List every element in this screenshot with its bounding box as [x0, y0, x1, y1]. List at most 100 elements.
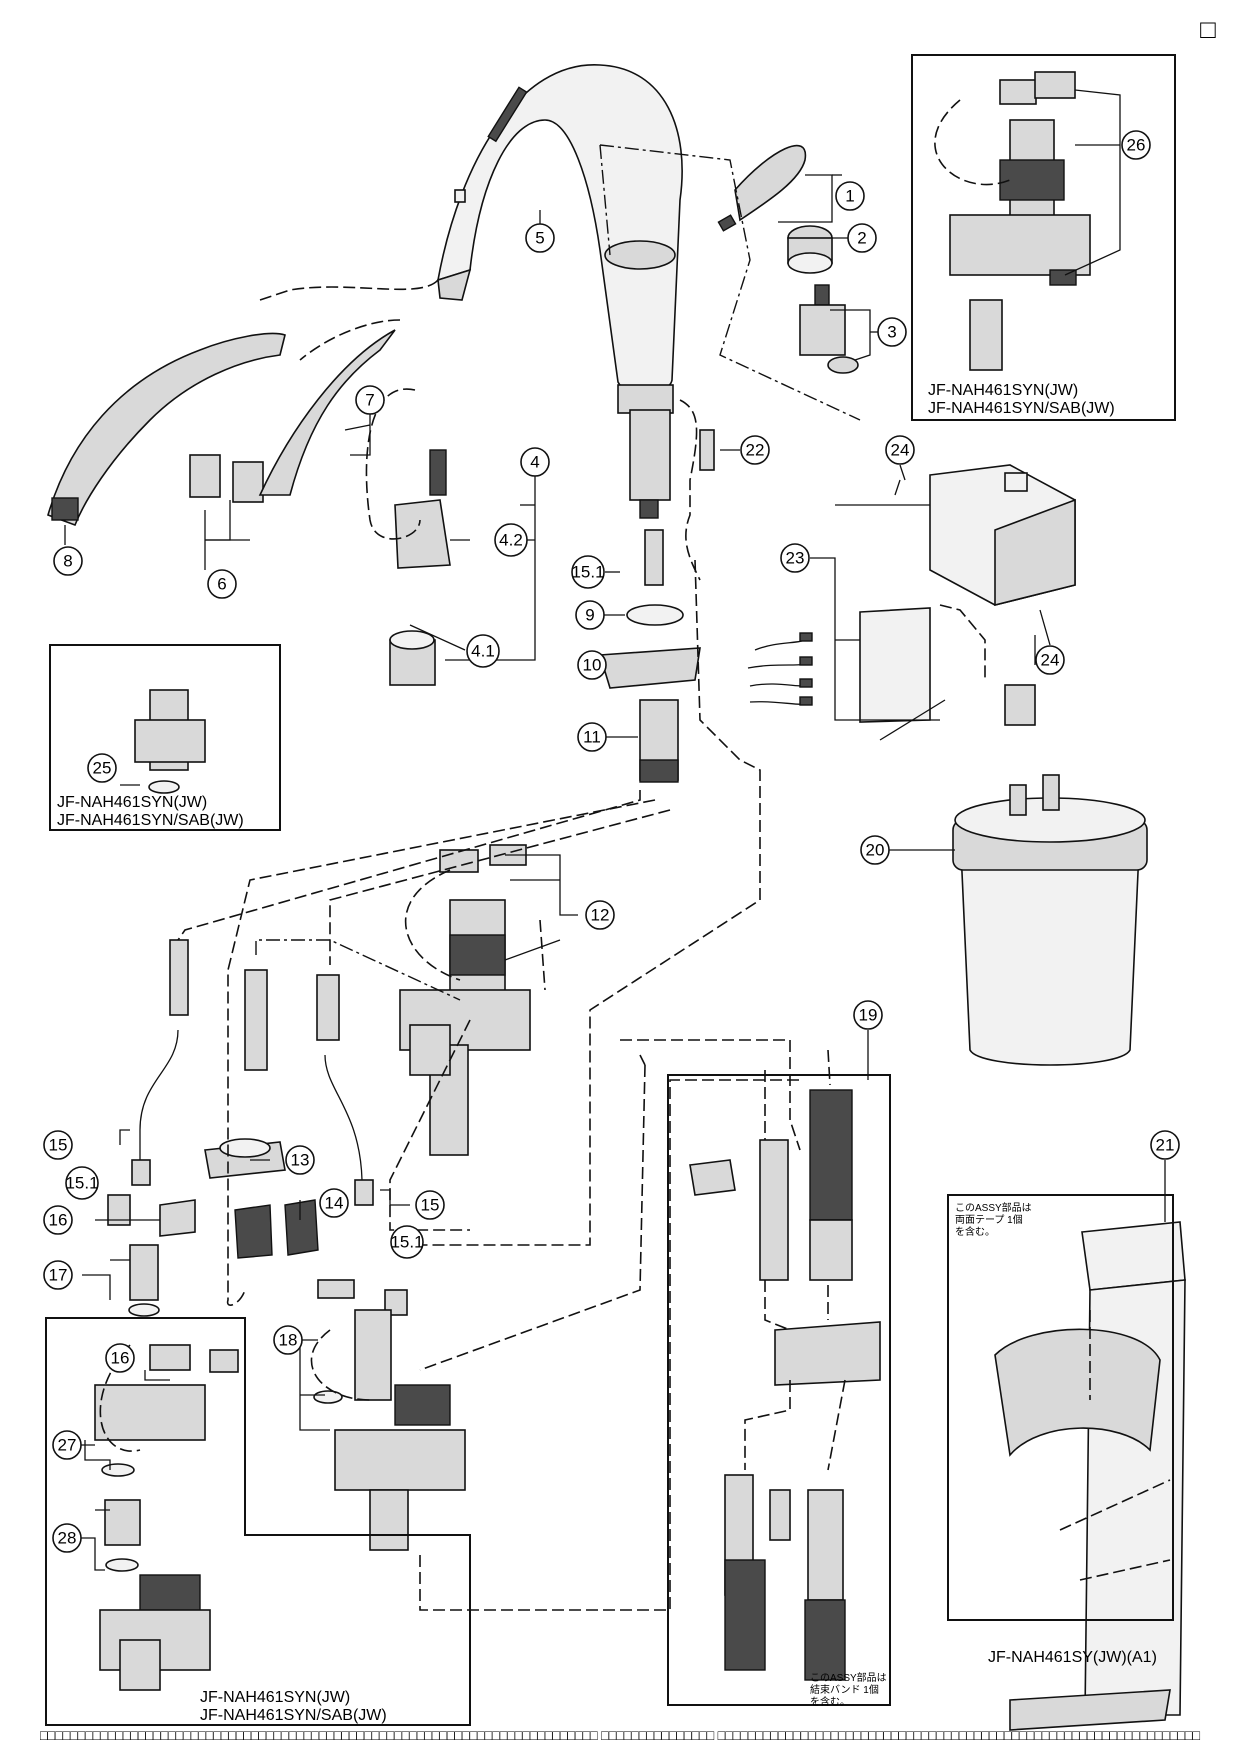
- footer-text: □□□□□□□□□□□□□□□□□□□□□□□□□□□□□□□□□□□□□□□□…: [40, 1727, 1200, 1743]
- callout-4: 4: [520, 447, 550, 477]
- svg-text:21: 21: [1156, 1136, 1175, 1155]
- model-label-box27-2: JF-NAH461SYN/SAB(JW): [200, 1707, 387, 1724]
- svg-text:8: 8: [63, 552, 72, 571]
- svg-text:5: 5: [535, 229, 544, 248]
- svg-text:26: 26: [1127, 136, 1146, 155]
- svg-text:4.1: 4.1: [471, 642, 495, 661]
- bracket-note-line3: を含む。: [955, 1225, 995, 1238]
- inset-box-26: [911, 54, 1176, 421]
- inset-box-19: [667, 1074, 891, 1706]
- svg-text:4.2: 4.2: [499, 531, 523, 550]
- callout-24-bottom: 24: [1035, 645, 1065, 675]
- callout-5: 5: [525, 223, 555, 253]
- inset-box-27: [45, 1317, 471, 1726]
- svg-text:10: 10: [583, 656, 602, 675]
- svg-text:3: 3: [887, 323, 896, 342]
- callout-15-1-top: 15.1: [571, 555, 605, 589]
- flex-hose-mid: [244, 969, 374, 1206]
- svg-text:25: 25: [93, 759, 112, 778]
- valve-assembly-12: [399, 844, 531, 1156]
- band-note-line3: を含む。: [810, 1695, 850, 1708]
- callout-11: 11: [577, 722, 607, 752]
- svg-text:11: 11: [583, 728, 601, 747]
- callout-9: 9: [575, 600, 605, 630]
- svg-text:6: 6: [217, 575, 226, 594]
- callout-10: 10: [577, 650, 607, 680]
- cartridge: [799, 284, 859, 374]
- svg-text:18: 18: [279, 1331, 298, 1350]
- svg-text:19: 19: [859, 1006, 878, 1025]
- svg-text:15.1: 15.1: [390, 1233, 423, 1252]
- callout-20: 20: [860, 835, 890, 865]
- bracket-note-line1: このASSY部品は: [955, 1201, 1032, 1214]
- callout-25: 25: [87, 753, 117, 783]
- svg-text:24: 24: [1041, 651, 1060, 670]
- clip-16: [107, 1194, 196, 1237]
- callout-7: 7: [355, 385, 385, 415]
- control-box: [859, 464, 1076, 741]
- svg-text:9: 9: [585, 606, 594, 625]
- bracket-note-line2: 両面テープ 1個: [955, 1213, 1023, 1226]
- callout-2: 2: [847, 223, 877, 253]
- model-label-box27-1: JF-NAH461SYN(JW): [200, 1689, 350, 1706]
- band-note-line1: このASSY部品は: [810, 1671, 887, 1684]
- supply-hose-left: [131, 939, 189, 1186]
- corner-mark: □: [1200, 14, 1216, 44]
- model-label-box25-2: JF-NAH461SYN/SAB(JW): [57, 812, 244, 829]
- svg-text:14: 14: [325, 1194, 344, 1213]
- callout-16-upper: 16: [43, 1205, 73, 1235]
- callout-17: 17: [43, 1260, 73, 1290]
- callout-22: 22: [740, 435, 770, 465]
- svg-text:15.1: 15.1: [65, 1174, 98, 1193]
- svg-text:23: 23: [786, 549, 805, 568]
- svg-text:15: 15: [49, 1136, 68, 1155]
- aerator-part: [389, 630, 436, 686]
- band-note-line2: 結束バンド 1個: [810, 1683, 879, 1696]
- svg-text:16: 16: [49, 1211, 68, 1230]
- inset-box-25: [49, 644, 281, 831]
- svg-text:20: 20: [866, 841, 885, 860]
- mounting-bracket: [994, 1221, 1186, 1731]
- model-label-bracket: JF-NAH461SY(JW)(A1): [988, 1649, 1157, 1666]
- callout-4-2: 4.2: [494, 523, 528, 557]
- callout-14: 14: [319, 1188, 349, 1218]
- callout-15-1-left: 15.1: [65, 1166, 99, 1200]
- valve-assembly-18: [313, 1279, 466, 1551]
- callout-12: 12: [585, 900, 615, 930]
- cap-nut: [787, 225, 833, 274]
- faucet-spout: [436, 64, 683, 414]
- svg-text:13: 13: [291, 1151, 310, 1170]
- callout-15-right: 15: [415, 1190, 445, 1220]
- svg-text:17: 17: [49, 1266, 68, 1285]
- svg-text:22: 22: [746, 441, 765, 460]
- model-label-box25-1: JF-NAH461SYN(JW): [57, 794, 207, 811]
- callout-13: 13: [285, 1145, 315, 1175]
- callout-28: 28: [52, 1523, 82, 1553]
- callout-8: 8: [53, 546, 83, 576]
- fitting-kit-19: [689, 1089, 881, 1681]
- callout-15-1-right: 15.1: [390, 1225, 424, 1259]
- callout-23: 23: [780, 543, 810, 573]
- model-label-box26-1: JF-NAH461SYN(JW): [928, 382, 1078, 399]
- svg-text:12: 12: [591, 906, 610, 925]
- callout-16-lower: 16: [105, 1343, 135, 1373]
- callout-21: 21: [1150, 1130, 1180, 1160]
- callout-26: 26: [1121, 130, 1151, 160]
- svg-text:7: 7: [365, 391, 374, 410]
- callout-3: 3: [877, 317, 907, 347]
- callout-27: 27: [52, 1430, 82, 1460]
- filter-cartridge: [952, 774, 1148, 1066]
- inset-box-21: [947, 1194, 1174, 1621]
- faucet-stem: [629, 409, 671, 586]
- valve-body-27: [94, 1344, 239, 1691]
- o-ring: [626, 604, 684, 626]
- locking-nut: [598, 647, 701, 689]
- svg-text:16: 16: [111, 1349, 130, 1368]
- model-label-box26-2: JF-NAH461SYN/SAB(JW): [928, 400, 1115, 417]
- svg-text:4: 4: [530, 453, 539, 472]
- svg-text:24: 24: [891, 441, 910, 460]
- pull-out-head: [47, 332, 286, 527]
- callout-1: 1: [835, 181, 865, 211]
- clip-part: [699, 429, 715, 471]
